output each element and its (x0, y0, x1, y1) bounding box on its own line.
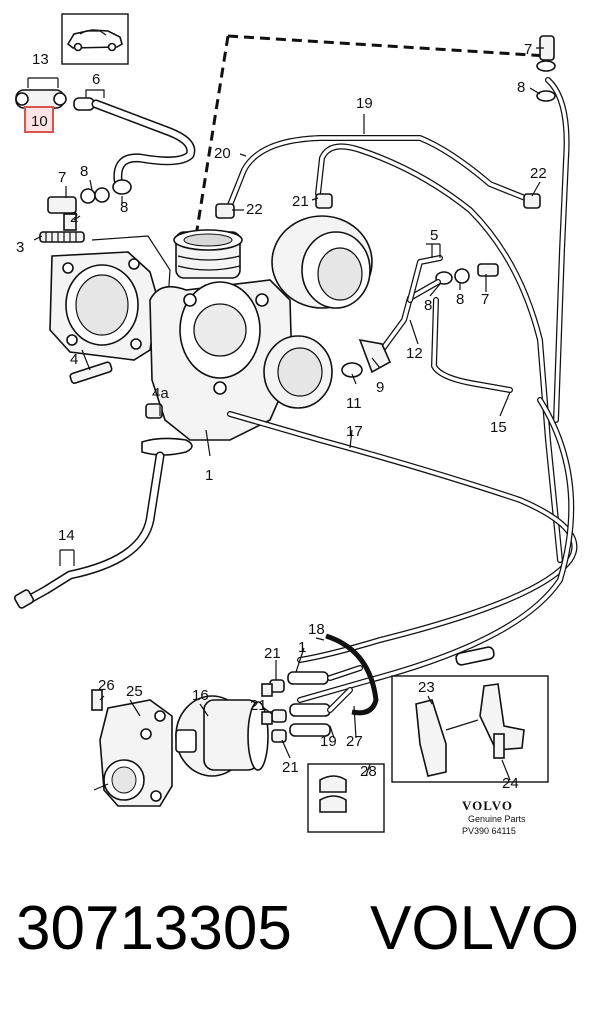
footer-part-number: 30713305 (16, 894, 292, 963)
banjo-fitting-right (341, 255, 513, 393)
callout-9: 9 (376, 379, 384, 396)
callout-24: 24 (502, 775, 519, 792)
callout-22-top: 22 (246, 201, 263, 218)
callout-7-left: 7 (58, 169, 66, 186)
callout-5: 5 (430, 227, 438, 244)
callout-1-bottom: 1 (298, 639, 306, 656)
callout-20: 20 (214, 145, 231, 162)
nut-4a (141, 403, 193, 456)
volvo-genuine-parts-logo: VOLVO Genuine Parts PV390 64115 (462, 798, 526, 836)
callout-18: 18 (308, 621, 325, 638)
callout-10: 10 (31, 113, 48, 130)
callout-12: 12 (406, 345, 423, 362)
boundary-dashed-line (194, 34, 549, 237)
callout-4: 4 (70, 351, 78, 368)
callout-7-right: 7 (481, 291, 489, 308)
callout-19-top: 19 (356, 95, 373, 112)
callout-21-c: 21 (282, 759, 299, 776)
brand-logo-text: VOLVO (462, 798, 513, 813)
callout-15: 15 (490, 419, 507, 436)
turbocharger-parts-diagram: VOLVO Genuine Parts PV390 64115 13 6 10 … (13, 13, 578, 836)
callout-17: 17 (346, 423, 363, 440)
inset-bracket-23-24 (391, 675, 549, 783)
callout-3: 3 (16, 239, 24, 256)
callout-10-highlight (24, 106, 54, 133)
hose-20-19 (215, 135, 563, 563)
solenoid-valve-16 (175, 683, 273, 777)
oil-return-pipe (13, 451, 165, 609)
footer (0, 850, 602, 1018)
callout-1: 1 (205, 467, 213, 484)
hose-clamp-18 (287, 633, 495, 737)
callout-21-b: 21 (250, 697, 267, 714)
callout-21-top: 21 (292, 193, 309, 210)
callout-8-left-b: 8 (120, 199, 128, 216)
callout-11: 11 (346, 395, 362, 412)
callout-28: 28 (360, 763, 377, 780)
callout-25: 25 (126, 683, 143, 700)
callout-4a: 4a (152, 385, 169, 402)
brand-line-2: PV390 64115 (462, 826, 516, 836)
callout-8-top-right: 8 (517, 79, 525, 96)
footer-brand: VOLVO (370, 894, 580, 963)
callout-13: 13 (32, 51, 49, 68)
callout-22-right: 22 (530, 165, 547, 182)
callout-7-top-right: 7 (524, 41, 532, 58)
callout-8-right-a: 8 (424, 297, 432, 314)
callout-6: 6 (92, 71, 100, 88)
callout-19-bottom: 19 (320, 733, 337, 750)
inset-clip-28 (307, 763, 385, 833)
stud-3 (39, 231, 85, 243)
callout-2: 2 (70, 209, 78, 226)
brand-line-1: Genuine Parts (468, 814, 526, 824)
callout-8-left-a: 8 (80, 163, 88, 180)
callout-14: 14 (58, 527, 75, 544)
leader-lines (27, 47, 544, 791)
hose-17 (227, 397, 578, 703)
turbocharger-body (149, 215, 373, 441)
callout-23: 23 (418, 679, 435, 696)
small-hose-assembly (15, 89, 196, 185)
callout-21-a: 21 (264, 645, 281, 662)
callout-26: 26 (98, 677, 115, 694)
callout-labels: 13 6 10 7 8 8 2 3 4 4a 1 20 22 21 19 7 8… (16, 41, 547, 792)
callout-16: 16 (192, 687, 209, 704)
clamps-21 (269, 679, 287, 743)
callout-27: 27 (346, 733, 363, 750)
callout-8-right-b: 8 (456, 291, 464, 308)
fitting-top-right (523, 35, 570, 423)
car-thumbnail (61, 13, 129, 65)
banjo-bolt-left (47, 179, 132, 231)
exhaust-flange (49, 235, 171, 361)
bracket-25 (91, 689, 173, 807)
